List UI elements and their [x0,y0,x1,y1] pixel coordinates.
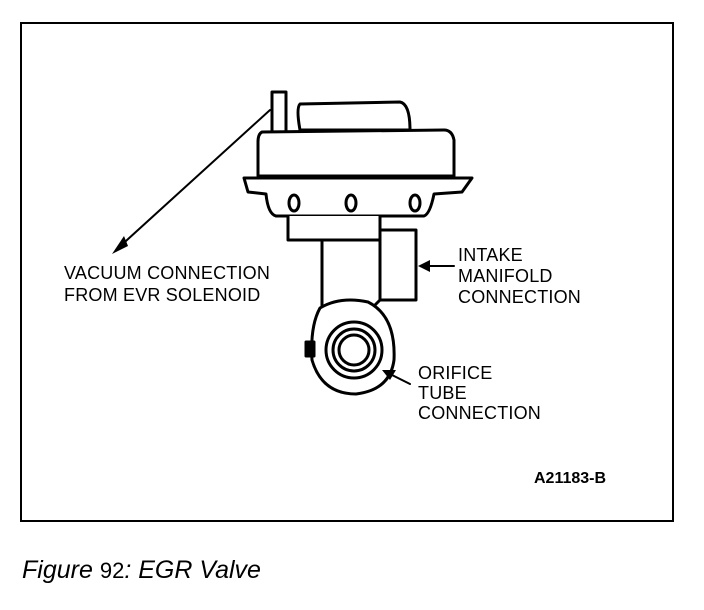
caption-suffix: : EGR Valve [124,556,261,584]
orifice-arrowhead [382,370,396,380]
vacuum-connection-label-line2: FROM EVR SOLENOID [64,285,261,305]
figure-frame [20,22,674,522]
orifice-tube-label-line2: TUBE [418,383,467,403]
vacuum-nipple [270,90,288,134]
housing-tab [304,340,316,358]
valve-stem-block [286,214,382,242]
vacuum-arrowhead [112,236,128,254]
diaphragm-housing [256,128,456,178]
orifice-ring-inner [337,333,371,367]
caption-prefix: Figure [22,556,93,584]
diaphragm-dome [296,100,412,132]
flange-hole [408,193,422,213]
figure-code: A21183-B [534,470,607,487]
intake-port-block [378,228,418,302]
orifice-ring-outer [324,320,384,380]
orifice-tube-label-line3: CONNECTION [418,403,541,423]
intake-manifold-label-line3: CONNECTION [458,287,581,307]
flange-hole [344,193,358,213]
orifice-ring-middle [331,327,377,373]
vacuum-connection-label-line1: VACUUM CONNECTION [64,263,271,283]
orifice-tube-label-line1: ORIFICE [418,363,493,383]
valve-flange [242,176,474,218]
intake-arrowhead [418,260,430,272]
figure-caption: Figure 92: EGR Valve [22,556,261,585]
flange-hole [287,193,301,213]
caption-number: 92 [99,558,125,583]
vacuum-leader-line [115,109,271,251]
intake-manifold-label-line1: INTAKE [458,245,523,265]
intake-manifold-label-line2: MANIFOLD [458,266,553,286]
